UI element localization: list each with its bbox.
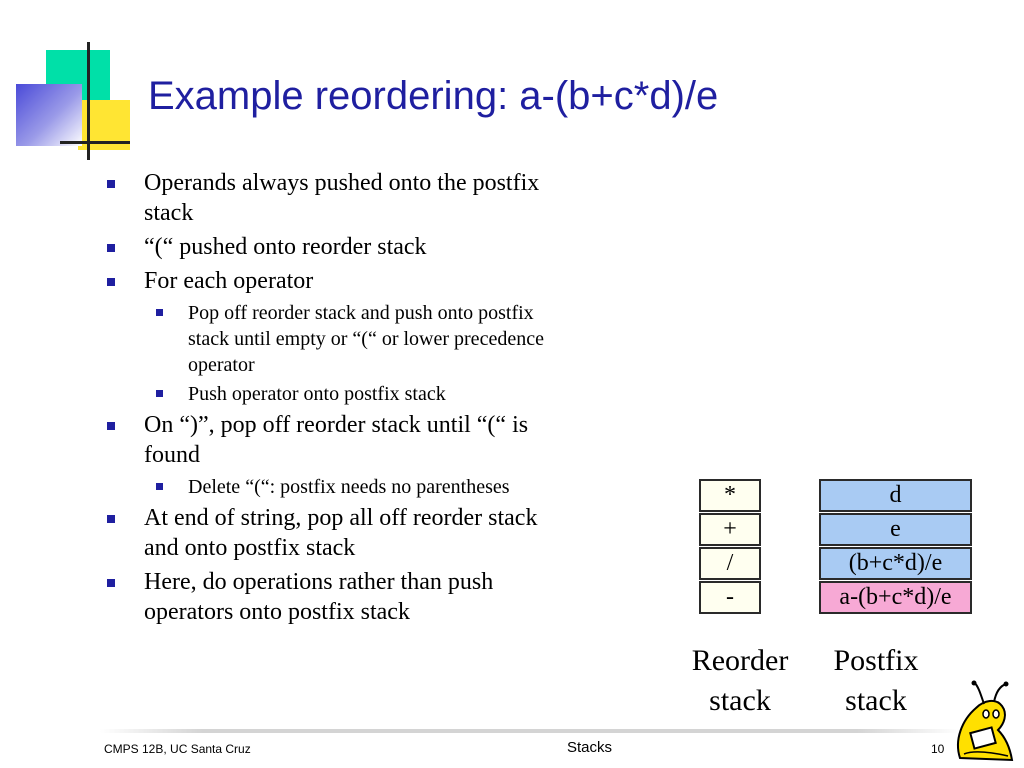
- reorder-stack-cell: /: [699, 547, 761, 580]
- bullet-item: For each operator: [104, 266, 544, 296]
- bullet-item: Here, do operations rather than push ope…: [104, 567, 544, 627]
- postfix-label-line: Postfix: [833, 644, 919, 677]
- footer-divider: [100, 729, 960, 733]
- bullet-item: “(“ pushed onto reorder stack: [104, 232, 544, 262]
- postfix-stack-label: Postfix stack: [806, 641, 946, 721]
- sub-bullet-item: Delete “(“: postfix needs no parentheses: [104, 474, 544, 500]
- bullet-item: On “)”, pop off reorder stack until “(“ …: [104, 410, 544, 470]
- decor-horizontal-line: [60, 141, 130, 144]
- slide-title: Example reordering: a-(b+c*d)/e: [148, 74, 719, 118]
- reorder-stack-label: Reorder stack: [670, 641, 810, 721]
- footer-topic: Stacks: [567, 739, 613, 756]
- reorder-stack-cell: -: [699, 581, 761, 614]
- reorder-label-line: Reorder: [691, 644, 789, 677]
- bullet-list: Operands always pushed onto the postfix …: [104, 168, 544, 631]
- reorder-label-line: stack: [709, 684, 771, 717]
- bullet-item: Operands always pushed onto the postfix …: [104, 168, 544, 228]
- sub-bullet-item: Pop off reorder stack and push onto post…: [104, 300, 544, 378]
- postfix-stack-cell: (b+c*d)/e: [819, 547, 972, 580]
- decor-blue-gradient-square: [16, 84, 82, 146]
- footer-course: CMPS 12B, UC Santa Cruz: [104, 742, 251, 756]
- reorder-stack-cell: +: [699, 513, 761, 546]
- postfix-stack-result-cell: a-(b+c*d)/e: [819, 581, 972, 614]
- bullet-item: At end of string, pop all off reorder st…: [104, 503, 544, 563]
- decor-vertical-line: [87, 42, 90, 160]
- postfix-stack-cell: d: [819, 479, 972, 512]
- slide-number: 10: [931, 742, 945, 756]
- postfix-stack-cell: e: [819, 513, 972, 546]
- postfix-label-line: stack: [845, 684, 907, 717]
- banana-slug-icon: [957, 680, 1014, 762]
- reorder-stack-cell: *: [699, 479, 761, 512]
- sub-bullet-item: Push operator onto postfix stack: [104, 381, 544, 407]
